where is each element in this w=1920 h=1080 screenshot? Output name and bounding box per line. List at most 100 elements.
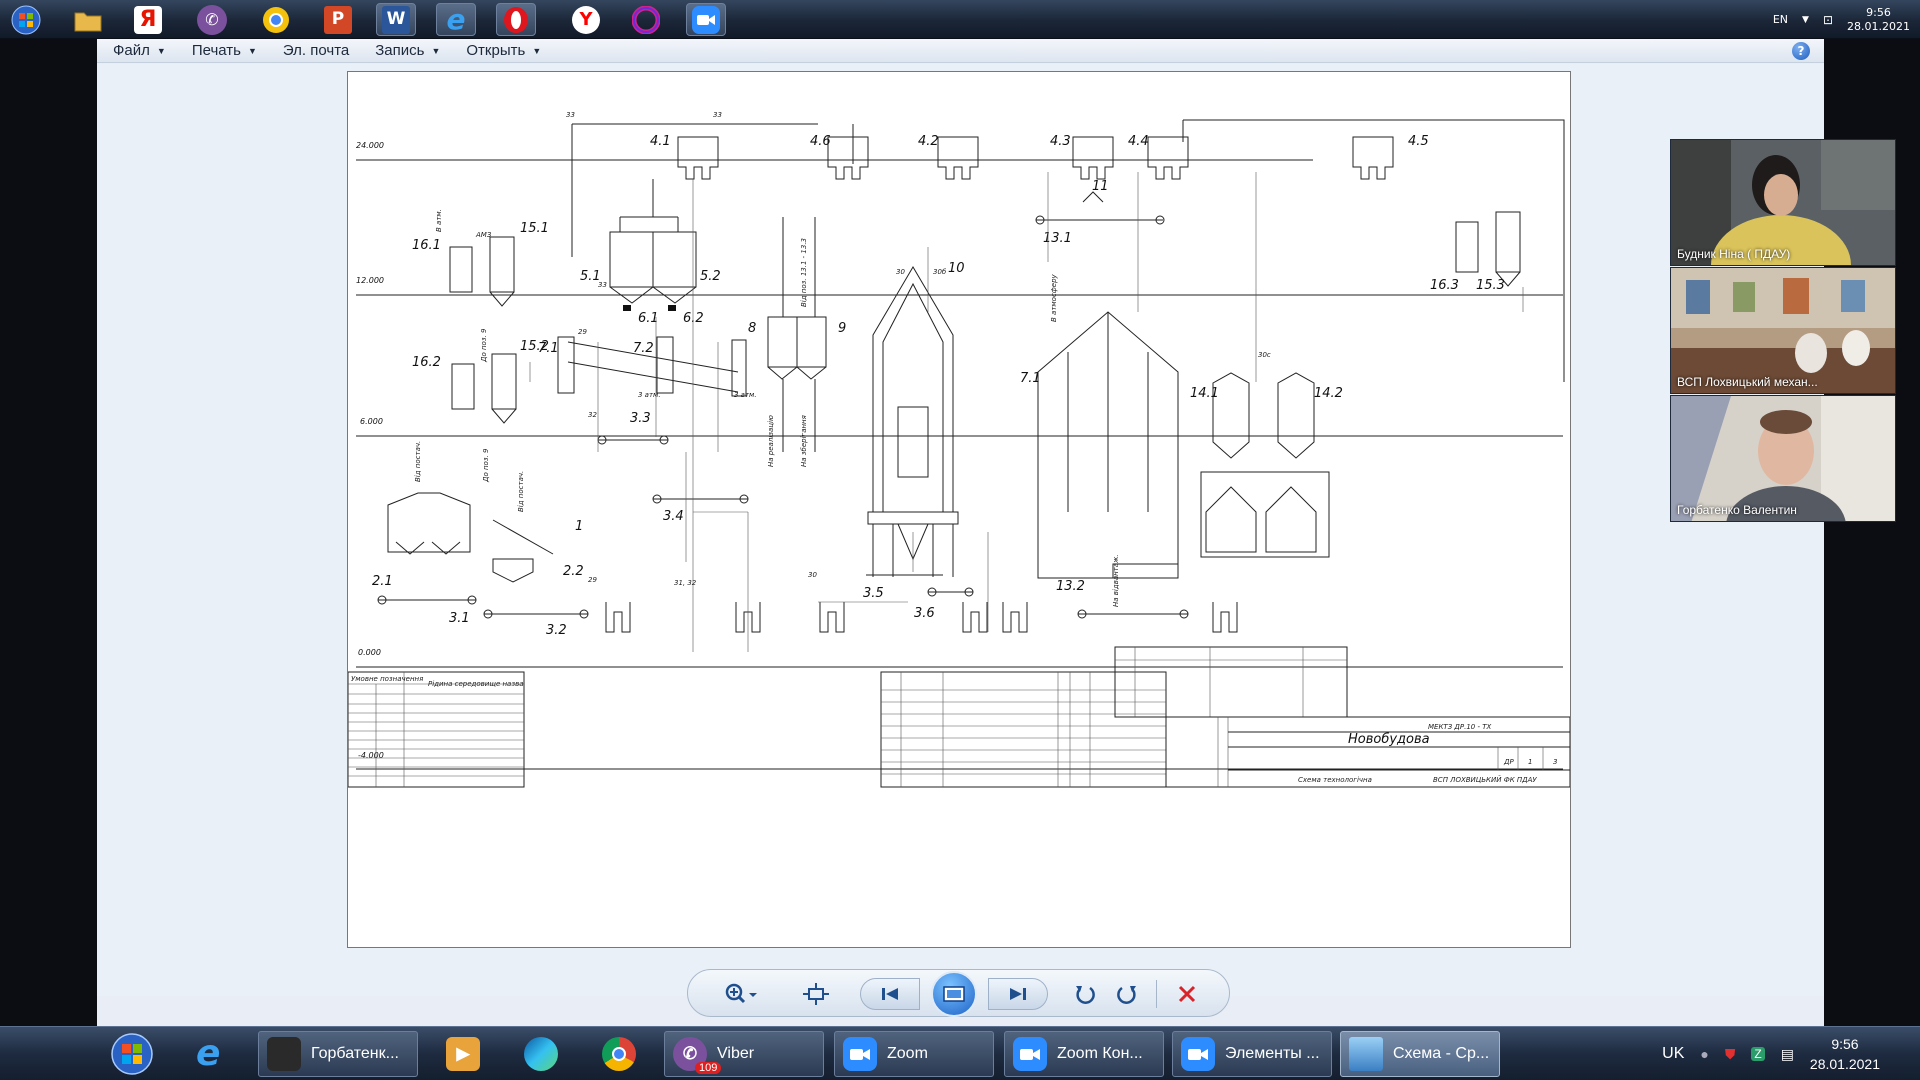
toolbar-divider — [1156, 980, 1157, 1008]
zoom-icon[interactable] — [716, 978, 766, 1010]
tray-icon[interactable]: ● — [1700, 1046, 1709, 1062]
label: 11 — [1092, 179, 1109, 194]
word-icon[interactable]: W — [376, 3, 416, 36]
menu-file[interactable]: Файл▼ — [113, 42, 166, 59]
notification-badge: 109 — [695, 1062, 722, 1074]
stream-code: 30б — [933, 268, 947, 276]
ie-icon: e — [196, 1033, 221, 1074]
network-icon[interactable]: ▤ — [1780, 1045, 1794, 1062]
menu-email[interactable]: Эл. почта — [282, 42, 350, 59]
title-block: МЕКТЗ ДР.10 - ТХ Новобудова Схема технол… — [1165, 716, 1570, 788]
participant-tile[interactable]: Будник Ніна ( ПДАУ) — [1670, 139, 1896, 266]
technological-scheme-svg: 24.000 12.000 6.000 0.000 -4.000 — [348, 111, 1570, 788]
taskbar-task[interactable]: ✆ 109 Viber — [664, 1031, 824, 1077]
taskbar-task[interactable]: ▶ — [438, 1031, 490, 1077]
shield-icon[interactable]: ⛊ — [1724, 1045, 1736, 1062]
menu-open[interactable]: Открыть▼ — [466, 42, 542, 59]
dryer-10 — [872, 266, 954, 513]
powerpoint-icon[interactable]: P — [318, 3, 358, 36]
annotation: В атмосферу — [1050, 273, 1058, 322]
technical-drawing: 24.000 12.000 6.000 0.000 -4.000 — [347, 71, 1571, 948]
pipe-33-right — [1182, 119, 1565, 382]
participant-name: Горбатенко Валентин — [1677, 503, 1797, 517]
photo-viewer-window: Файл▼ Печать▼ Эл. почта Запись▼ Открыть▼… — [97, 39, 1824, 1026]
bunker-14-1 — [1212, 372, 1250, 459]
label: 3.2 — [546, 623, 567, 638]
zoom-icon — [843, 1037, 877, 1071]
label: 7.2 — [633, 341, 654, 356]
rotate-left-icon[interactable] — [1070, 978, 1100, 1010]
help-icon[interactable]: ? — [1792, 42, 1810, 60]
menu-print[interactable]: Печать▼ — [191, 42, 257, 59]
task-label: Горбатенк... — [311, 1045, 399, 1062]
next-icon[interactable] — [988, 978, 1048, 1010]
bottom-clock[interactable]: 9:56 28.01.2021 — [1810, 1034, 1880, 1074]
annotation: Від поз. 13.1 - 13.3 — [800, 238, 808, 307]
zoom-tray-icon[interactable]: Z — [1751, 1047, 1765, 1061]
level-label: 12.000 — [356, 276, 384, 285]
label: 6.1 — [638, 311, 659, 326]
tipper-1 — [492, 519, 554, 555]
level-label: -4.000 — [358, 751, 384, 760]
fit-icon[interactable] — [798, 978, 834, 1010]
taskbar-task[interactable]: Горбатенк... — [258, 1031, 418, 1077]
chevron-down-icon: ▼ — [532, 45, 542, 56]
language-indicator[interactable]: EN — [1772, 13, 1789, 26]
video-window-icon — [267, 1037, 301, 1071]
language-indicator[interactable]: UK — [1662, 1045, 1685, 1062]
opera-icon[interactable] — [496, 3, 536, 36]
chrome-legacy-icon[interactable] — [256, 3, 296, 36]
stream-code: 30 — [808, 571, 817, 579]
taskbar-task[interactable]: Элементы ... — [1172, 1031, 1332, 1077]
windows-start-icon[interactable] — [6, 3, 46, 36]
top-clock[interactable]: 9:56 28.01.2021 — [1847, 6, 1910, 34]
taskbar-task[interactable]: Zoom Кон... — [1004, 1031, 1164, 1077]
zoom-icon — [1013, 1037, 1047, 1071]
task-label: Схема - Ср... — [1393, 1045, 1490, 1062]
viber-icon[interactable]: ✆ — [192, 3, 232, 36]
chevron-down-icon: ▼ — [247, 45, 257, 56]
annotation: Від постач. — [517, 471, 525, 512]
participant-tile[interactable]: ВСП Лохвицький механ... — [1670, 267, 1896, 394]
specification-table — [880, 646, 1348, 788]
level-label: 24.000 — [356, 141, 384, 150]
folder-icon[interactable] — [68, 3, 108, 36]
taskbar-task[interactable] — [594, 1031, 646, 1077]
slideshow-icon[interactable] — [931, 971, 977, 1017]
chevron-down-icon: ▼ — [431, 45, 441, 56]
zoom-icon[interactable] — [686, 3, 726, 36]
label: 15.3 — [1476, 278, 1505, 293]
previous-icon[interactable] — [860, 978, 920, 1010]
label: 14.2 — [1314, 386, 1343, 401]
intake-2-2 — [492, 558, 534, 583]
yandex-icon[interactable]: Я — [128, 3, 168, 36]
stamp-sheets: 3 — [1553, 758, 1557, 766]
chevron-down-icon[interactable]: ▼ — [1802, 14, 1809, 25]
stamp-school: ВСП ЛОХВИЦЬКИЙ ФК ПДАУ — [1433, 775, 1537, 784]
yandex-browser-icon[interactable]: Y — [566, 3, 606, 36]
chrome-icon — [602, 1037, 636, 1071]
participant-tile[interactable]: Горбатенко Валентин — [1670, 395, 1896, 522]
silo-12 — [1037, 311, 1179, 579]
taskbar-task[interactable] — [516, 1031, 568, 1077]
taskbar-task[interactable]: Zoom — [834, 1031, 994, 1077]
taskbar-task-active[interactable]: Схема - Ср... — [1340, 1031, 1500, 1077]
rotate-right-icon[interactable] — [1112, 978, 1142, 1010]
participant-video — [1671, 396, 1895, 521]
label: 5.1 — [580, 269, 601, 284]
label: 6.2 — [683, 311, 704, 326]
annotation: Від постач. — [414, 441, 422, 482]
bottom-taskbar: e Горбатенк... ▶ ✆ 109 Viber Zoom — [0, 1026, 1920, 1080]
opera-gx-icon[interactable] — [626, 3, 666, 36]
taskbar-ie[interactable]: e — [186, 1031, 242, 1077]
ie-icon[interactable]: e — [436, 3, 476, 36]
network-icon[interactable]: ⊡ — [1822, 12, 1834, 27]
start-button[interactable] — [104, 1031, 160, 1077]
stream-code: 32 — [588, 411, 597, 419]
delete-icon[interactable] — [1172, 978, 1202, 1010]
participant-name: ВСП Лохвицький механ... — [1677, 375, 1818, 389]
menu-burn[interactable]: Запись▼ — [375, 42, 441, 59]
participant-video — [1671, 268, 1895, 393]
top-taskbar: Я ✆ P W e Y EN ▼ ⊡ — [0, 0, 1920, 39]
label: 13.2 — [1056, 579, 1085, 594]
